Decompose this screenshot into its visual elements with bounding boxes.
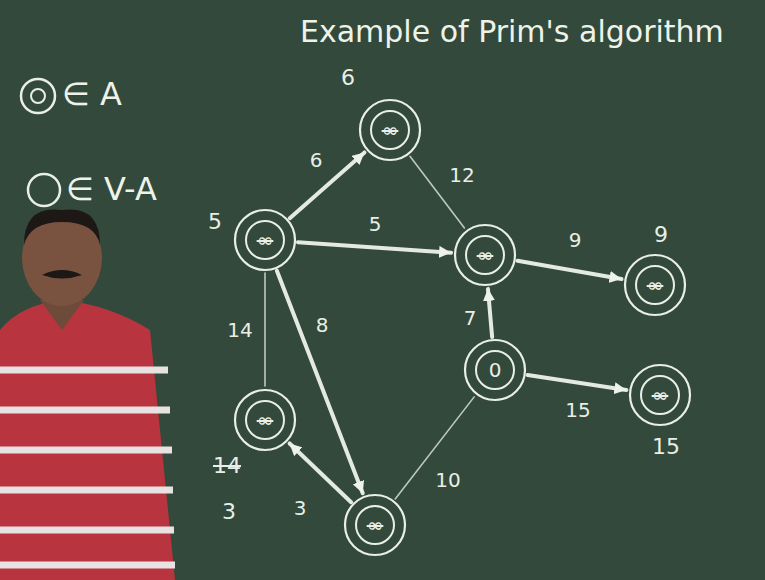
edge-weight: 5	[366, 213, 385, 235]
key-value: 5	[206, 210, 224, 234]
key-value: 15	[650, 435, 682, 459]
tree-edge	[528, 375, 627, 390]
graph-vertex: ∞143	[233, 388, 297, 452]
graph-edge	[264, 273, 266, 386]
vertex-symbol	[31, 89, 45, 103]
graph-edge	[395, 397, 474, 499]
vertex-value: ∞	[343, 493, 407, 557]
tree-edge	[488, 289, 492, 337]
key-value: 6	[339, 66, 357, 90]
graph-vertex: ∞	[343, 493, 407, 557]
vertex-value: ∞	[623, 253, 687, 317]
lecturer-shirt	[0, 300, 175, 580]
vertex-symbol	[21, 79, 55, 113]
lecturer-head	[22, 210, 102, 306]
key-value: 9	[652, 223, 670, 247]
tree-edge	[290, 152, 365, 218]
vertex-value: 0	[463, 338, 527, 402]
graph-vertex: ∞15	[628, 363, 692, 427]
diagram-title: Example of Prim's algorithm	[300, 14, 724, 49]
edge-weight: 9	[566, 229, 585, 251]
edge-weight: 15	[562, 399, 593, 421]
graph-vertex: ∞	[453, 223, 517, 287]
tree-edge	[298, 242, 451, 252]
lecturer-hair	[24, 209, 100, 245]
tree-edge	[277, 271, 363, 493]
edge-weight: 7	[461, 307, 480, 329]
graph-vertex: ∞5	[233, 208, 297, 272]
set-label: ∈ V-A	[66, 170, 157, 208]
set-label: ∈ A	[62, 75, 122, 113]
tree-edge	[517, 261, 621, 279]
lecturer-moustache	[42, 270, 82, 279]
key-value: 14	[211, 454, 243, 478]
vertex-value: ∞	[453, 223, 517, 287]
edge-weight: 3	[291, 497, 310, 519]
vertex-value: ∞	[358, 98, 422, 162]
edge-weight: 12	[446, 164, 477, 186]
edge-weight: 6	[307, 149, 326, 171]
vertex-value: ∞	[233, 388, 297, 452]
key-value: 3	[220, 500, 238, 524]
edge-weight: 8	[313, 314, 332, 336]
graph-vertex: ∞9	[623, 253, 687, 317]
graph-vertex: 0	[463, 338, 527, 402]
vertex-symbol	[28, 174, 60, 206]
shirt-stripes	[0, 370, 175, 565]
graph-vertex: ∞6	[358, 98, 422, 162]
edge-weight: 14	[224, 319, 255, 341]
vertex-value: ∞	[628, 363, 692, 427]
tree-edge	[290, 443, 352, 502]
vertex-value: ∞	[233, 208, 297, 272]
edge-weight: 10	[432, 469, 463, 491]
